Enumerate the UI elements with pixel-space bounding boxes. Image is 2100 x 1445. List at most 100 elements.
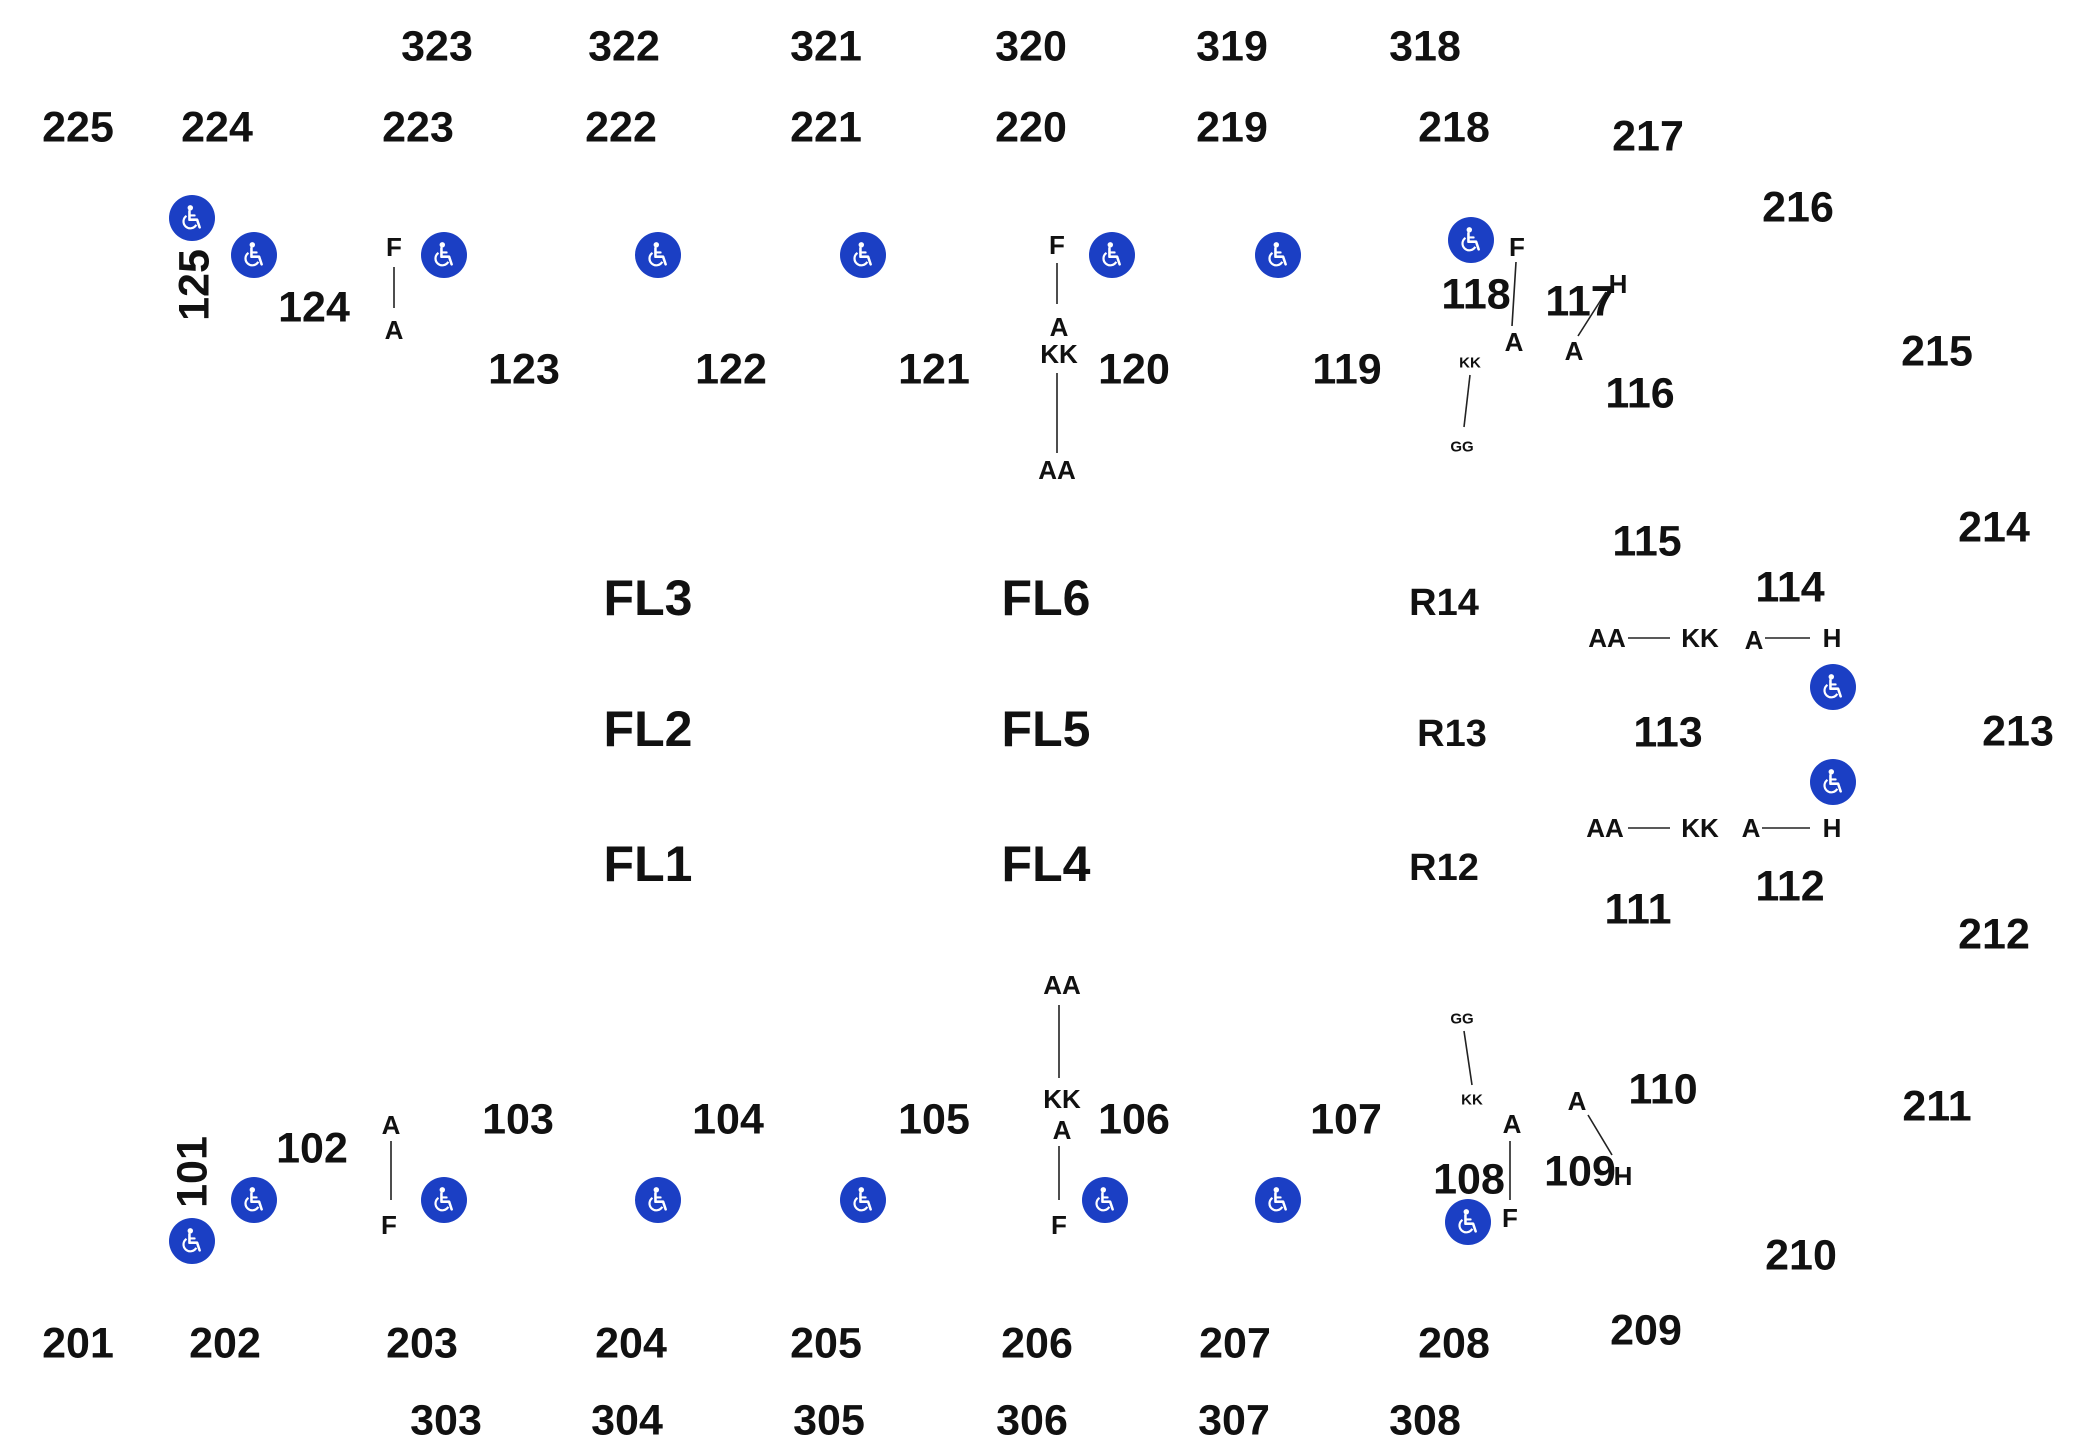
wheelchair-icon (1082, 1177, 1128, 1223)
seat-marker-a: A (1567, 1086, 1587, 1116)
seat-marker-h: H (1822, 813, 1842, 843)
section-115: 115 (1612, 517, 1682, 566)
section-210: 210 (1765, 1231, 1837, 1280)
wheelchair-icon (1810, 664, 1856, 710)
section-223: 223 (382, 103, 454, 152)
section-207: 207 (1199, 1319, 1271, 1368)
section-321: 321 (790, 22, 862, 71)
section-307: 307 (1198, 1396, 1270, 1445)
section-118: 118 (1441, 270, 1511, 319)
section-221: 221 (790, 103, 862, 152)
seat-marker-aa: AA (1043, 970, 1081, 1000)
seat-marker-aa: AA (1588, 623, 1626, 653)
wheelchair-icon (1255, 232, 1301, 278)
section-320: 320 (995, 22, 1067, 71)
seat-marker-f: F (1509, 232, 1525, 262)
floor-section-fl3: FL3 (603, 570, 693, 626)
seat-marker-kk: KK (1681, 623, 1719, 653)
wheelchair-icon (1448, 217, 1494, 263)
wheelchair-icon (231, 1177, 277, 1223)
connector-117-ha (1577, 291, 1607, 337)
section-304: 304 (591, 1396, 663, 1445)
section-214: 214 (1958, 503, 2030, 552)
wheelchair-icon (1810, 759, 1856, 805)
seat-marker-h: H (1613, 1161, 1633, 1191)
section-303: 303 (410, 1396, 482, 1445)
seat-marker-gg: GG (1450, 1010, 1474, 1028)
wheelchair-icon (169, 1218, 215, 1264)
seat-marker-a: A (1744, 625, 1764, 655)
wheelchair-icon (1255, 1177, 1301, 1223)
section-109: 109 (1544, 1147, 1616, 1196)
section-106: 106 (1098, 1095, 1170, 1144)
seat-marker-h: H (1822, 623, 1842, 653)
section-117: 117 (1545, 277, 1615, 326)
connector-109-ah (1587, 1114, 1613, 1156)
section-216: 216 (1762, 183, 1834, 232)
seat-marker-a: A (1741, 813, 1761, 843)
section-208: 208 (1418, 1319, 1490, 1368)
floor-section-fl1: FL1 (603, 836, 693, 892)
seat-marker-kk: KK (1040, 339, 1078, 369)
floor-section-fl2: FL2 (603, 701, 693, 757)
seat-marker-a: A (1564, 336, 1584, 366)
section-220: 220 (995, 103, 1067, 152)
section-202: 202 (189, 1319, 261, 1368)
section-322: 322 (588, 22, 660, 71)
section-211: 211 (1902, 1082, 1972, 1131)
section-121: 121 (898, 345, 970, 394)
section-110: 110 (1628, 1065, 1698, 1114)
connector-118-kkgg (1463, 374, 1471, 428)
section-102: 102 (276, 1124, 348, 1173)
section-205: 205 (790, 1319, 862, 1368)
seat-marker-gg: GG (1450, 438, 1474, 456)
section-120: 120 (1098, 345, 1170, 394)
section-125: 125 (170, 249, 219, 321)
wheelchair-icon (169, 195, 215, 241)
riser-section-r13: R13 (1417, 713, 1487, 755)
wheelchair-icon (421, 1177, 467, 1223)
wheelchair-icon (840, 1177, 886, 1223)
wheelchair-icon (635, 232, 681, 278)
section-113: 113 (1633, 708, 1703, 757)
floor-section-fl4: FL4 (1001, 836, 1091, 892)
wheelchair-icon (421, 232, 467, 278)
seat-marker-aa: AA (1586, 813, 1624, 843)
seat-marker-a: A (1052, 1115, 1072, 1145)
section-112: 112 (1755, 862, 1825, 911)
section-319: 319 (1196, 22, 1268, 71)
section-103: 103 (482, 1095, 554, 1144)
section-318: 318 (1389, 22, 1461, 71)
section-116: 116 (1605, 369, 1675, 418)
wheelchair-icon (635, 1177, 681, 1223)
section-305: 305 (793, 1396, 865, 1445)
section-209: 209 (1610, 1306, 1682, 1355)
seat-marker-f: F (1051, 1210, 1067, 1240)
section-306: 306 (996, 1396, 1068, 1445)
seat-marker-a: A (1502, 1109, 1522, 1139)
section-123: 123 (488, 345, 560, 394)
section-204: 204 (595, 1319, 667, 1368)
seat-marker-a: A (1504, 327, 1524, 357)
section-122: 122 (695, 345, 767, 394)
section-212: 212 (1958, 910, 2030, 959)
section-108: 108 (1433, 1155, 1505, 1204)
seat-marker-f: F (386, 232, 402, 262)
seat-marker-aa: AA (1038, 455, 1076, 485)
seat-marker-kk: KK (1461, 1091, 1483, 1109)
wheelchair-icon (1445, 1199, 1491, 1245)
section-213: 213 (1982, 707, 2054, 756)
seat-marker-kk: KK (1459, 354, 1481, 372)
seat-marker-f: F (381, 1210, 397, 1240)
section-222: 222 (585, 103, 657, 152)
section-206: 206 (1001, 1319, 1073, 1368)
riser-section-r14: R14 (1409, 582, 1479, 624)
seat-marker-a: A (1049, 312, 1069, 342)
section-104: 104 (692, 1095, 764, 1144)
section-111: 111 (1604, 885, 1672, 934)
section-224: 224 (181, 103, 253, 152)
section-105: 105 (898, 1095, 970, 1144)
section-203: 203 (386, 1319, 458, 1368)
